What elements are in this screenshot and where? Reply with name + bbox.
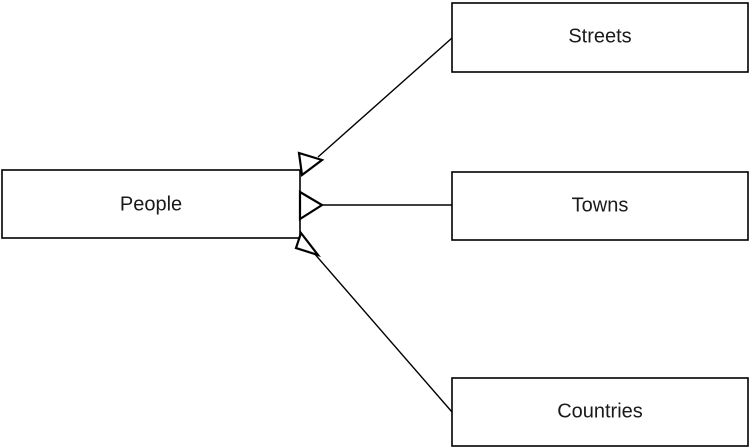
entity-node-countries[interactable]: Countries [451,377,749,447]
connector-people-to-countries[interactable] [312,251,453,413]
entity-node-people[interactable]: People [1,169,301,239]
connector-people-to-streets[interactable] [317,37,453,158]
entity-label-people: People [120,193,182,215]
hollow-triangle-arrowhead-icon-towns [298,190,325,222]
arrowhead-layer [294,151,325,258]
entity-label-towns: Towns [572,194,629,216]
hollow-triangle-arrowhead-icon-streets [297,151,325,178]
entity-box-streets[interactable] [451,2,749,73]
entity-node-streets[interactable]: Streets [451,2,749,73]
connector-layer [312,37,453,413]
entity-box-towns[interactable] [451,171,749,241]
entity-box-countries[interactable] [451,377,749,447]
hollow-triangle-arrowhead-icon-countries [294,230,322,258]
entity-node-towns[interactable]: Towns [451,171,749,241]
entity-label-streets: Streets [568,25,631,47]
entity-label-countries: Countries [557,400,643,422]
